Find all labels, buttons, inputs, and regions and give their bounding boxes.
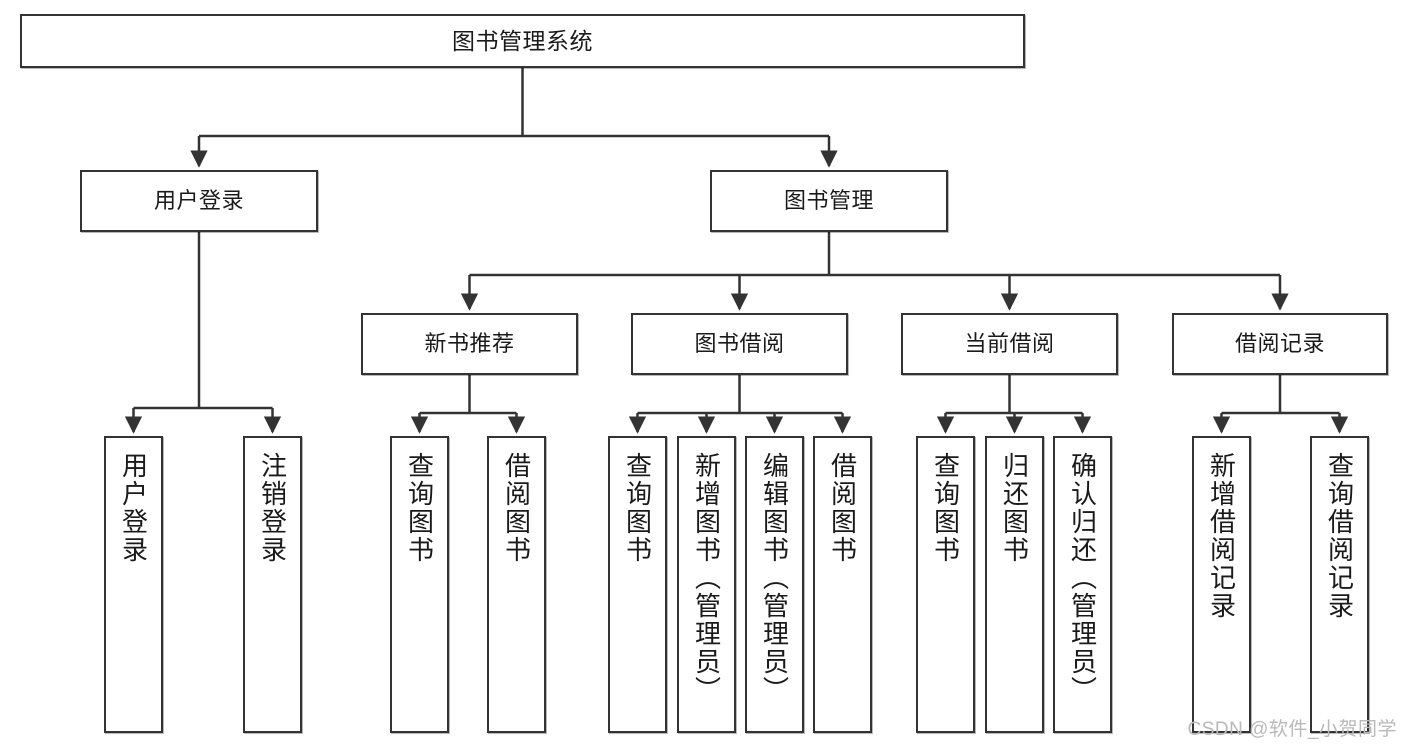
- watermark: CSDN @软件_小贺同学: [1187, 719, 1397, 740]
- node-leaf-6[interactable]: 编辑图书（管理员）: [745, 436, 804, 733]
- node-root[interactable]: 图书管理系统: [20, 14, 1025, 68]
- node-leaf-12[interactable]: 查询借阅记录: [1310, 436, 1369, 733]
- node-label: 新增图书（管理员）: [691, 452, 722, 704]
- node-label: 借阅记录: [1234, 331, 1325, 357]
- node-level3-3[interactable]: 借阅记录: [1172, 313, 1388, 375]
- node-label: 归还图书: [999, 452, 1030, 564]
- node-label: 图书管理: [783, 188, 874, 214]
- node-leaf-3[interactable]: 借阅图书: [487, 436, 546, 733]
- node-level2-1[interactable]: 图书管理: [710, 170, 948, 232]
- node-level3-2[interactable]: 当前借阅: [901, 313, 1118, 375]
- node-leaf-2[interactable]: 查询图书: [390, 436, 449, 733]
- node-leaf-1[interactable]: 注销登录: [243, 436, 302, 733]
- node-label: 图书借阅: [694, 331, 785, 357]
- node-label: 借阅图书: [501, 452, 532, 564]
- node-leaf-11[interactable]: 新增借阅记录: [1192, 436, 1251, 733]
- node-level3-1[interactable]: 图书借阅: [631, 313, 848, 375]
- node-label: 查询图书: [622, 452, 653, 564]
- node-label: 图书管理系统: [452, 27, 593, 54]
- node-label: 查询图书: [404, 452, 435, 564]
- node-leaf-5[interactable]: 新增图书（管理员）: [677, 436, 736, 733]
- node-label: 查询借阅记录: [1324, 452, 1355, 620]
- node-label: 查询图书: [930, 452, 961, 564]
- node-label: 用户登录: [153, 188, 244, 214]
- node-leaf-0[interactable]: 用户登录: [104, 436, 163, 733]
- node-leaf-8[interactable]: 查询图书: [916, 436, 975, 733]
- node-label: 确认归还（管理员）: [1067, 452, 1098, 704]
- node-level3-0[interactable]: 新书推荐: [361, 313, 578, 375]
- node-label: 编辑图书（管理员）: [759, 452, 790, 704]
- node-level2-0[interactable]: 用户登录: [80, 170, 318, 232]
- node-leaf-10[interactable]: 确认归还（管理员）: [1053, 436, 1112, 733]
- node-leaf-4[interactable]: 查询图书: [608, 436, 667, 733]
- node-label: 用户登录: [118, 452, 149, 564]
- node-label: 注销登录: [257, 452, 288, 564]
- node-label: 新增借阅记录: [1206, 452, 1237, 620]
- node-label: 借阅图书: [827, 452, 858, 564]
- node-label: 当前借阅: [964, 331, 1055, 357]
- node-label: 新书推荐: [424, 331, 515, 357]
- node-leaf-9[interactable]: 归还图书: [985, 436, 1044, 733]
- node-leaf-7[interactable]: 借阅图书: [813, 436, 872, 733]
